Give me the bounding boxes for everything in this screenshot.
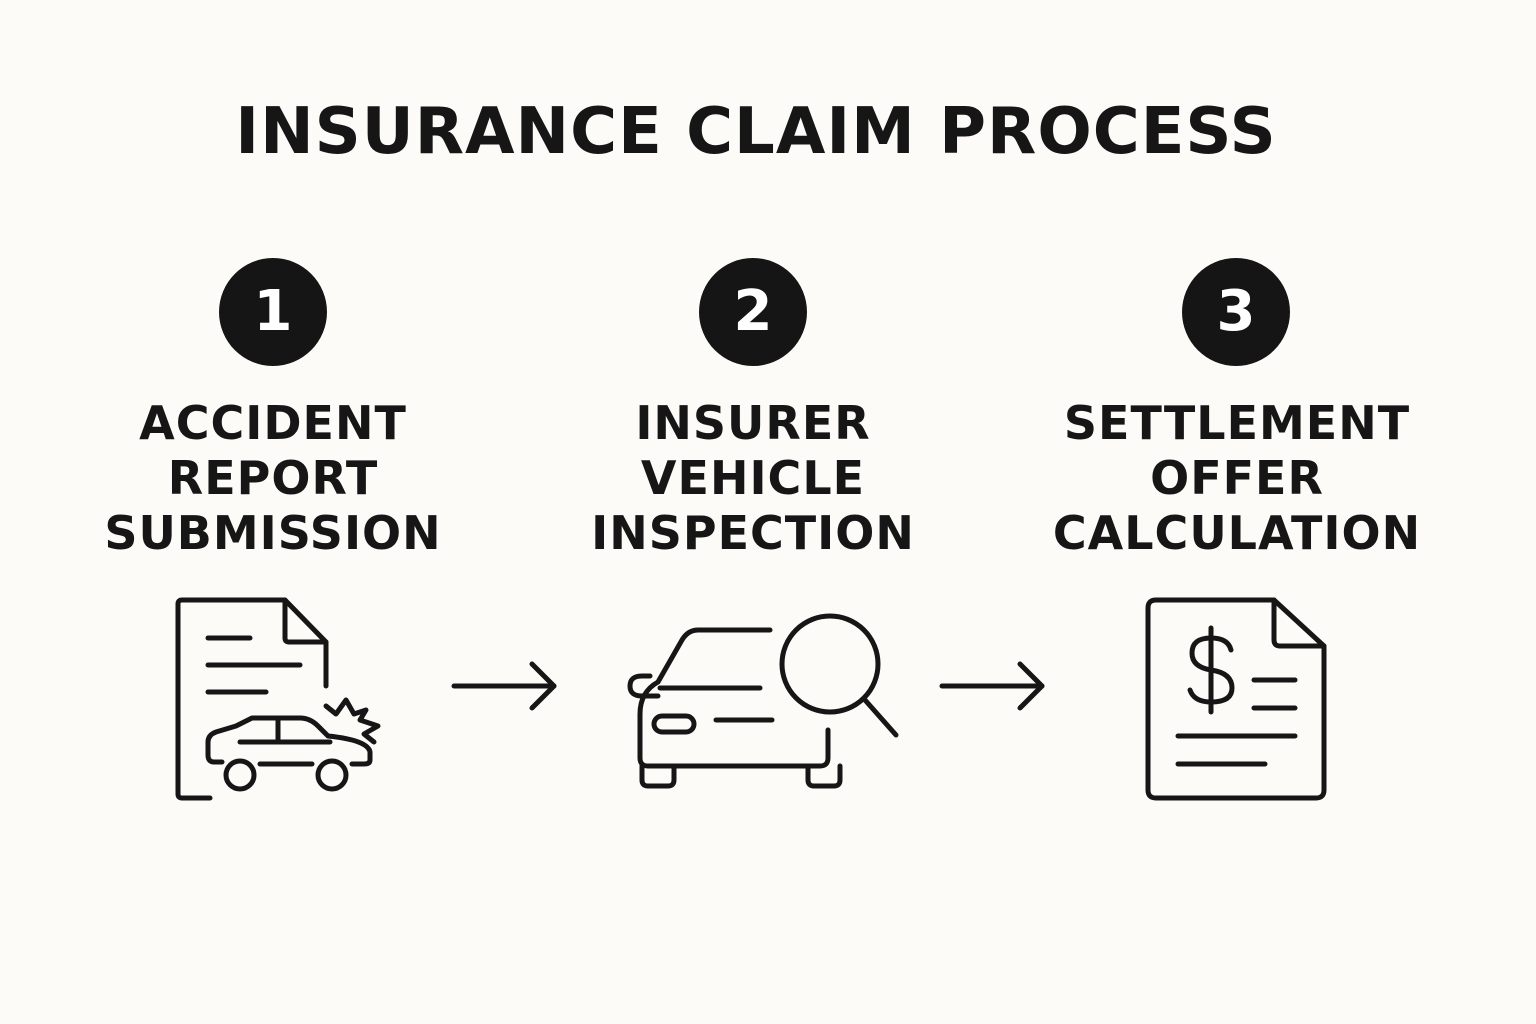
step-1-label-line: ACCIDENT: [139, 396, 407, 450]
arrow-right-icon: [938, 658, 1050, 714]
car-inspection-magnifier-icon: [620, 610, 910, 800]
page-title: INSURANCE CLAIM PROCESS: [235, 95, 1277, 169]
arrow-right-icon: [450, 658, 562, 714]
accident-report-document-icon: [160, 590, 400, 810]
step-2-number-badge: 2: [699, 258, 807, 366]
step-3-number-badge: 3: [1182, 258, 1290, 366]
step-2-label-line: INSURER: [635, 396, 871, 450]
step-3-label-line: OFFER: [1150, 451, 1324, 505]
step-1-label-line: SUBMISSION: [104, 506, 442, 560]
step-3-label: SETTLEMENT OFFER CALCULATION: [1047, 396, 1427, 561]
dollar-document-icon: [1140, 590, 1340, 810]
step-1-number-badge: 1: [219, 258, 327, 366]
step-1-label: ACCIDENT REPORT SUBMISSION: [83, 396, 463, 561]
step-3-label-line: CALCULATION: [1052, 506, 1422, 560]
step-2-label-line: INSPECTION: [591, 506, 915, 560]
step-1-label-line: REPORT: [167, 451, 379, 505]
step-2-label: INSURER VEHICLE INSPECTION: [563, 396, 943, 561]
step-3-label-line: SETTLEMENT: [1063, 396, 1411, 450]
step-2-label-line: VEHICLE: [640, 451, 866, 505]
